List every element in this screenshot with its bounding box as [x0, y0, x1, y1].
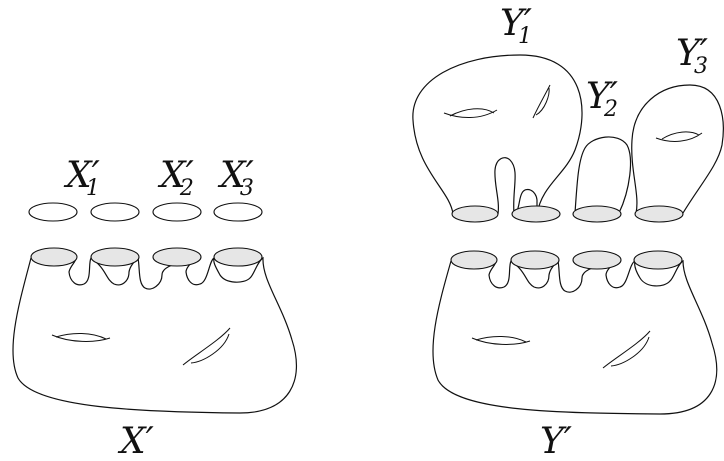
- label-y2: Y′2: [586, 76, 618, 122]
- y1-prime-surface: [412, 54, 583, 215]
- x-cap-4: [213, 247, 263, 267]
- label-x3: X′3: [217, 155, 254, 201]
- label-x2: X′2: [157, 155, 194, 201]
- y-cap-3: [572, 250, 622, 270]
- y-cap-1: [450, 250, 498, 270]
- y3-handle: [655, 131, 703, 142]
- x-boundary-disk-3: [152, 202, 202, 222]
- y2-cap: [572, 205, 622, 223]
- x-boundary-disk-4: [213, 202, 263, 222]
- x-handle-2: [182, 327, 231, 366]
- y2-prime-surface: [574, 136, 632, 214]
- x-boundary-disk-2: [90, 202, 140, 222]
- y-handle-2: [602, 330, 651, 369]
- label-y1: Y′1: [500, 3, 532, 49]
- y3-cap: [634, 205, 684, 223]
- x-cap-1: [30, 247, 78, 267]
- label-y3: Y′3: [676, 33, 708, 79]
- label-y-prime: Y′: [540, 421, 572, 461]
- y-cap-4: [633, 250, 683, 270]
- left-diagram: X′1 X′2 X′3 X′: [12, 155, 297, 461]
- x-handle-1: [51, 333, 111, 342]
- y-cap-2: [510, 250, 560, 270]
- right-diagram: Y′1 Y′2 Y′3 Y′: [412, 3, 724, 461]
- y1-cap-2: [511, 205, 561, 223]
- y3-prime-surface: [631, 84, 724, 214]
- label-x1: X′1: [63, 155, 100, 201]
- y-prime-surface: [432, 259, 718, 415]
- y1-handle-1: [443, 108, 498, 118]
- label-x-prime: X′: [117, 421, 154, 461]
- x-prime-surface: [12, 256, 297, 414]
- y-handle-1: [471, 336, 531, 345]
- y1-handle-2: [532, 84, 551, 119]
- x-cap-3: [152, 247, 202, 267]
- x-cap-2: [90, 247, 140, 267]
- y1-cap-1: [451, 205, 499, 223]
- x-boundary-disk-1: [28, 202, 78, 222]
